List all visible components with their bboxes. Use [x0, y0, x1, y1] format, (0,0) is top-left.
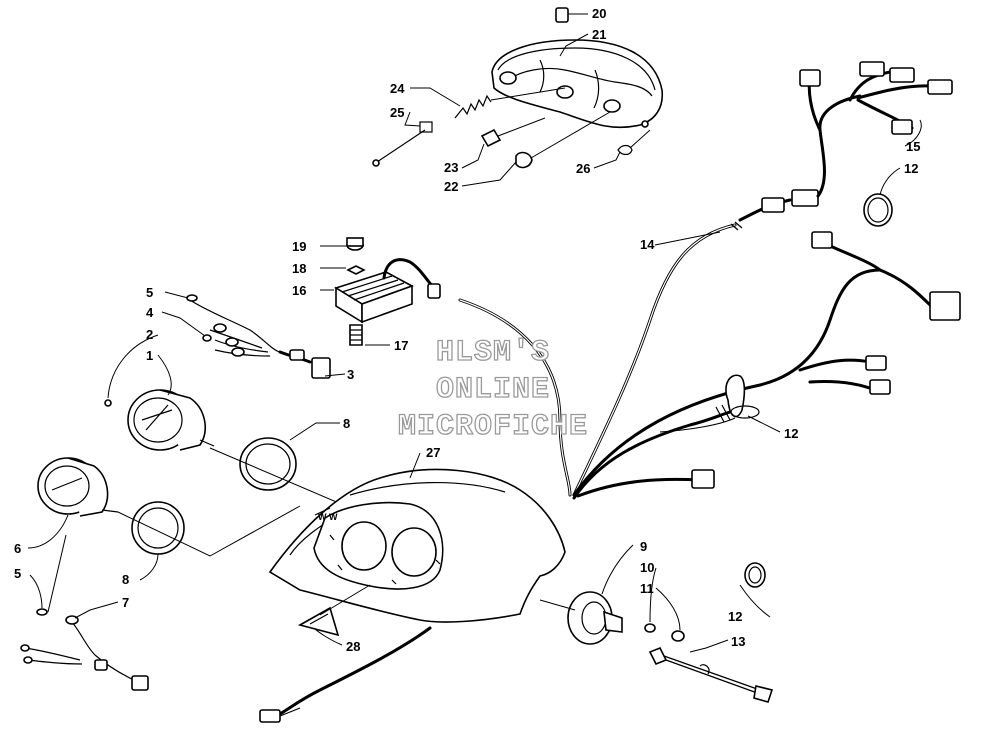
callout-8-upper: 8: [343, 416, 350, 431]
callout-23: 23: [444, 160, 458, 175]
watermark-line-3: MICROFICHE: [398, 410, 588, 444]
callout-12-lower: 12: [728, 609, 742, 624]
lower-harness: [259, 626, 432, 723]
gauge-lower: [37, 457, 119, 517]
callout-20: 20: [592, 6, 606, 21]
callout-11: 11: [640, 581, 654, 596]
callout-15: 15: [906, 139, 920, 154]
callout-6: 6: [14, 541, 21, 556]
gauge-upper: [104, 389, 215, 451]
callout-8-lower: 8: [122, 572, 129, 587]
callout-12-middle: 12: [784, 426, 798, 441]
dash-panel: W W: [268, 468, 566, 623]
warning-label: [297, 606, 340, 637]
mount-line-lower: [117, 505, 301, 557]
gauge-wires-upper: [186, 294, 331, 379]
socket-23: [480, 117, 546, 148]
voltage-regulator: [334, 237, 441, 346]
leader-lines: [27, 13, 922, 653]
gauge-wires-lower: [20, 608, 149, 691]
callout-26: 26: [576, 161, 590, 176]
watermark: HLSM'S ONLINE MICROFICHE: [397, 335, 588, 444]
callout-17: 17: [394, 338, 408, 353]
callout-10: 10: [640, 560, 654, 575]
callout-5-upper: 5: [146, 285, 153, 300]
callout-28: 28: [346, 639, 360, 654]
callout-4: 4: [146, 305, 154, 320]
callout-16: 16: [292, 283, 306, 298]
socket-22: [515, 111, 611, 169]
gauge-ring-lower: [131, 501, 185, 555]
callout-27: 27: [426, 445, 440, 460]
spring: [454, 87, 566, 119]
callout-labels: 20 21 24 25 23 22 26 19 18 16 17 5 4 2 1…: [14, 6, 920, 654]
callout-2: 2: [146, 327, 153, 342]
harness-clamp-upper: [863, 193, 893, 227]
watermark-line-2: ONLINE: [436, 373, 550, 407]
callout-7: 7: [122, 595, 129, 610]
callout-9: 9: [640, 539, 647, 554]
callout-22: 22: [444, 179, 458, 194]
callout-14: 14: [640, 237, 655, 252]
headlight-assembly: [491, 7, 664, 129]
callout-21: 21: [592, 27, 606, 42]
clip-26: [617, 129, 651, 156]
main-harness: [458, 61, 961, 500]
callout-24: 24: [390, 81, 405, 96]
callout-12-upper: 12: [904, 161, 918, 176]
callout-18: 18: [292, 261, 306, 276]
harness-clamp-lower: [744, 562, 766, 588]
svg-text:W W: W W: [318, 512, 338, 522]
bulb-wire: [372, 121, 433, 167]
harness-clamp-middle: [725, 374, 760, 419]
callout-1: 1: [146, 348, 153, 363]
callout-13: 13: [731, 634, 745, 649]
speedo-cable: [648, 646, 774, 703]
speedo-gear: [539, 591, 685, 645]
callout-5-lower: 5: [14, 566, 21, 581]
gauge-ring-upper: [239, 437, 297, 491]
callout-19: 19: [292, 239, 306, 254]
callout-3: 3: [347, 367, 354, 382]
watermark-line-1: HLSM'S: [436, 336, 550, 370]
callout-25: 25: [390, 105, 404, 120]
